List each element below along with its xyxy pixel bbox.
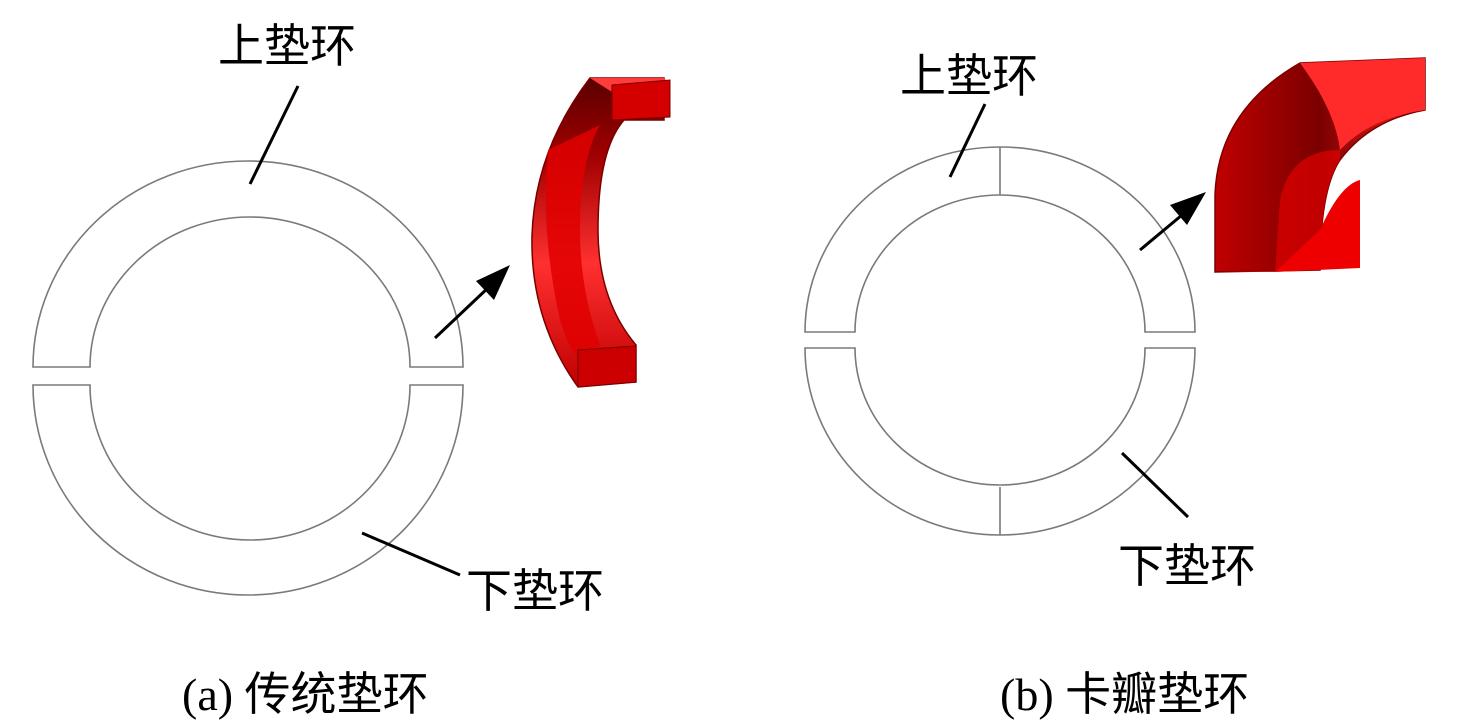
caption-b: (b) 卡瓣垫环 bbox=[1000, 669, 1249, 720]
panel-b: 上垫环 下垫环 (b) 卡瓣垫环 bbox=[804, 49, 1426, 720]
arrow-head-b bbox=[1170, 192, 1206, 225]
upper-ring-label-b: 上垫环 bbox=[900, 49, 1038, 103]
panel-a: 上垫环 下垫环 (a) 传统垫环 bbox=[32, 19, 671, 720]
upper-ring-b bbox=[804, 146, 1196, 333]
upper-ring-label-a: 上垫环 bbox=[218, 19, 356, 73]
arrow-head-a bbox=[476, 265, 510, 300]
upper-leader-b bbox=[948, 103, 987, 178]
lower-ring-b bbox=[804, 347, 1196, 536]
upper-ring-a bbox=[32, 160, 464, 368]
lower-ring-label-b: 下垫环 bbox=[1118, 539, 1256, 593]
lower-ring-a bbox=[32, 384, 464, 596]
caption-a: (a) 传统垫环 bbox=[182, 669, 429, 720]
red-segment-a bbox=[531, 77, 671, 388]
lower-ring-label-a: 下垫环 bbox=[466, 564, 604, 618]
arrow-line-a bbox=[433, 284, 492, 340]
upper-leader-a bbox=[248, 85, 300, 185]
lower-leader-b bbox=[1120, 451, 1190, 519]
red-segment-b bbox=[1214, 57, 1426, 273]
lower-leader-a bbox=[361, 531, 461, 577]
